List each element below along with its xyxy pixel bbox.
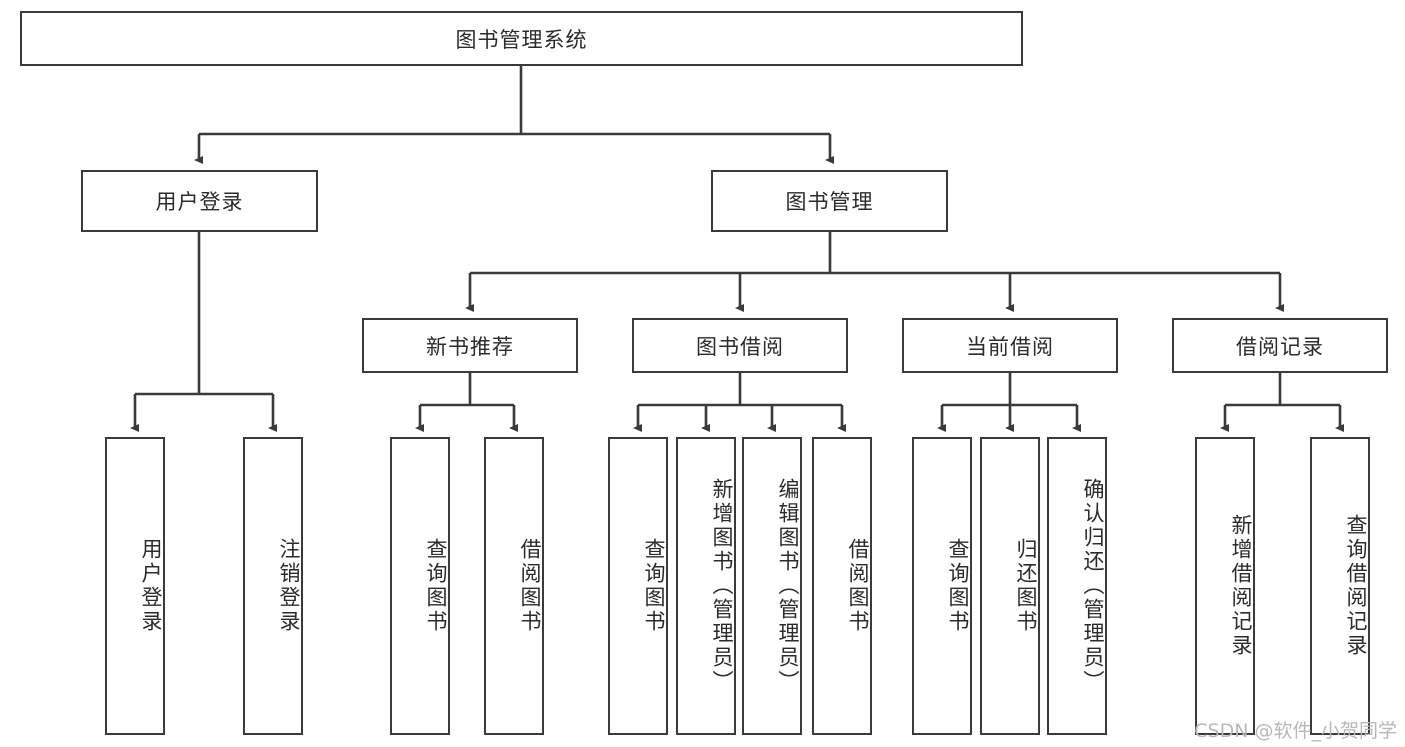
leaf-user-login[interactable]: 用户登录 bbox=[105, 437, 165, 735]
node-book-borrow[interactable]: 图书借阅 bbox=[632, 318, 848, 373]
leaf-confirm-return-admin[interactable]: 确认归还（管理员） bbox=[1047, 437, 1107, 735]
leaf-return-book[interactable]: 归还图书 bbox=[980, 437, 1040, 735]
leaf-query-borrow-record[interactable]: 查询借阅记录 bbox=[1310, 437, 1370, 735]
node-root[interactable]: 图书管理系统 bbox=[20, 11, 1023, 66]
leaf-borrow-book[interactable]: 借阅图书 bbox=[812, 437, 872, 735]
leaf-query-book-recommend[interactable]: 查询图书 bbox=[390, 437, 450, 735]
leaf-add-book-admin[interactable]: 新增图书（管理员） bbox=[676, 437, 736, 735]
leaf-borrow-book-recommend[interactable]: 借阅图书 bbox=[484, 437, 544, 735]
leaf-add-borrow-record[interactable]: 新增借阅记录 bbox=[1195, 437, 1255, 735]
leaf-query-book-borrow[interactable]: 查询图书 bbox=[608, 437, 668, 735]
node-borrow-record[interactable]: 借阅记录 bbox=[1172, 318, 1388, 373]
watermark-label: CSDN @软件_小贺同学 bbox=[1194, 720, 1397, 742]
node-book-manage[interactable]: 图书管理 bbox=[711, 170, 948, 232]
node-user-login[interactable]: 用户登录 bbox=[81, 170, 318, 232]
leaf-user-logout[interactable]: 注销登录 bbox=[243, 437, 303, 735]
node-new-book-rec[interactable]: 新书推荐 bbox=[362, 318, 578, 373]
leaf-edit-book-admin[interactable]: 编辑图书（管理员） bbox=[742, 437, 802, 735]
leaf-query-book-current[interactable]: 查询图书 bbox=[912, 437, 972, 735]
node-current-borrow[interactable]: 当前借阅 bbox=[902, 318, 1118, 373]
